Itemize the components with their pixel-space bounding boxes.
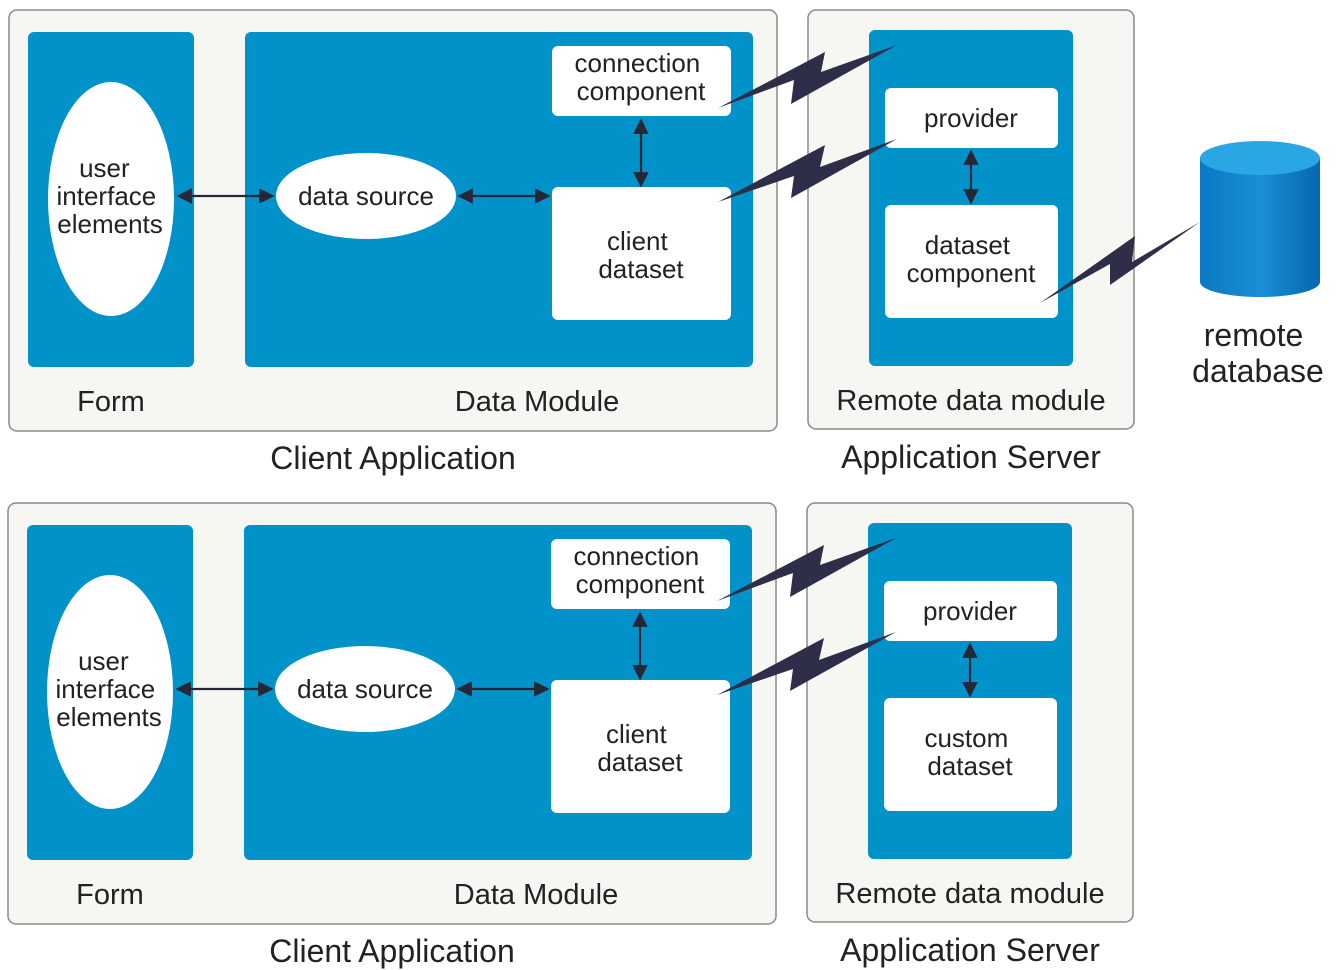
data-module-label: Data Module [454,879,618,911]
connection-component-node [551,539,730,609]
data-source-node [276,153,456,239]
remote-database-icon [1200,141,1320,297]
custom-dataset-node [884,698,1057,811]
provider-node [885,88,1058,148]
data-source-label: data source [298,181,434,211]
provider-node [884,581,1057,641]
dataset-component-node [885,205,1058,318]
user-interface-elements-node [47,575,173,809]
lightning-database-link-icon [1040,222,1200,303]
lightning-dataset-link-icon [718,139,897,202]
user-interface-elements-node [48,82,174,316]
lightning-connection-link-icon [717,538,896,601]
data-source-label: data source [297,674,433,704]
remote-data-module-label: Remote data module [835,878,1104,910]
application-server-label: Application Server [840,932,1100,968]
custom-dataset-label: custom dataset [924,723,1015,781]
form-label: Form [76,879,144,911]
user-interface-elements-label: user interface elements [57,153,164,239]
provider-label: provider [924,103,1018,133]
data-source-node [275,646,455,732]
provider-label: provider [923,596,1017,626]
data-module-label: Data Module [455,386,619,418]
connection-component-node [552,46,731,116]
application-server-label: Application Server [841,439,1101,475]
user-interface-elements-label: user interface elements [56,646,163,732]
client-application-label: Client Application [269,933,514,969]
form-label: Form [77,386,145,418]
dataset-component-label: dataset component [907,230,1036,288]
lightning-connection-link-icon [718,45,897,108]
connection-component-label: connection component [574,541,707,599]
remote-data-module-label: Remote data module [836,385,1105,417]
client-dataset-label: client dataset [597,719,683,777]
client-dataset-node [552,187,731,320]
diagram-panel-2: user interface elements data source conn… [7,502,1134,969]
client-application-label: Client Application [270,440,515,476]
client-dataset-node [551,680,730,813]
connection-component-label: connection component [575,48,708,106]
lightning-dataset-link-icon [717,632,896,695]
client-dataset-label: client dataset [598,226,684,284]
diagram-panel-1: user interface elements data source conn… [8,9,1324,476]
remote-database-label: remote database [1192,317,1324,389]
